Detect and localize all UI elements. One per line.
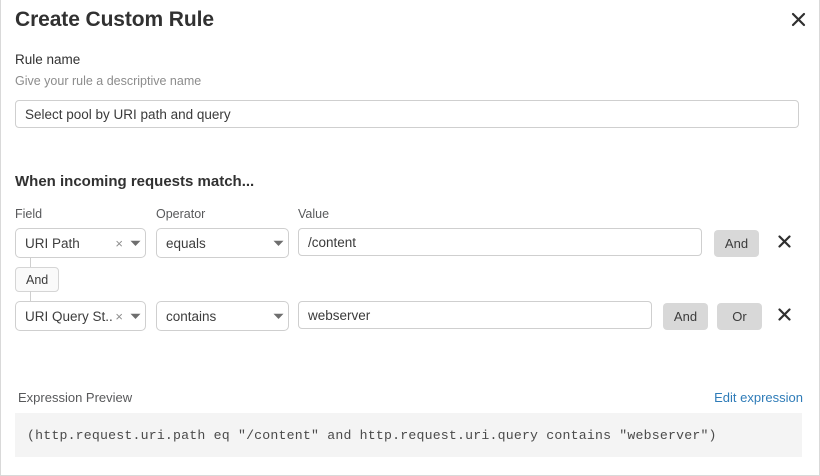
column-header-operator: Operator (156, 207, 206, 221)
rule-name-input[interactable] (15, 100, 799, 128)
group-connector-and-button[interactable]: And (15, 267, 60, 292)
match-section-heading: When incoming requests match... (15, 173, 255, 190)
connector-line-bottom (30, 291, 31, 301)
and-button-row-2[interactable]: And (663, 303, 708, 330)
rule-name-hint: Give your rule a descriptive name (15, 74, 202, 88)
field-select-value-row-1: URI Path (25, 235, 80, 251)
chevron-down-icon[interactable] (125, 313, 145, 320)
field-select-row-1[interactable]: URI Path × (15, 228, 146, 258)
clear-icon[interactable]: × (115, 308, 123, 324)
expression-preview-label: Expression Preview (18, 390, 133, 405)
operator-select-row-1[interactable]: equals (156, 228, 289, 258)
delete-condition-button-row-2[interactable] (771, 303, 797, 329)
or-button-row-2[interactable]: Or (717, 303, 762, 330)
edit-expression-link[interactable]: Edit expression (714, 390, 803, 405)
value-input-row-1[interactable] (298, 228, 702, 256)
expression-preview-text: (http.request.uri.path eq "/content" and… (27, 427, 717, 443)
operator-select-value-row-1: equals (166, 235, 206, 251)
close-icon (777, 235, 791, 251)
delete-condition-button-row-1[interactable] (771, 230, 797, 256)
close-icon (791, 12, 806, 27)
field-select-row-2[interactable]: URI Query St... × (15, 301, 146, 331)
chevron-down-icon[interactable] (268, 313, 288, 320)
clear-icon[interactable]: × (115, 235, 123, 251)
operator-select-row-2[interactable]: contains (156, 301, 289, 331)
close-dialog-button[interactable] (785, 6, 811, 32)
and-button-row-1[interactable]: And (714, 230, 759, 257)
page-title: Create Custom Rule (15, 8, 214, 31)
field-select-value-row-2: URI Query St... (25, 308, 114, 324)
expression-preview-box: (http.request.uri.path eq "/content" and… (15, 413, 802, 457)
chevron-down-icon[interactable] (125, 240, 145, 247)
column-header-field: Field (15, 207, 43, 221)
operator-select-value-row-2: contains (166, 308, 217, 324)
column-header-value: Value (298, 207, 330, 221)
close-icon (777, 308, 791, 324)
rule-name-label: Rule name (15, 52, 81, 67)
connector-line-top (30, 258, 31, 268)
value-input-row-2[interactable] (298, 301, 652, 329)
chevron-down-icon[interactable] (268, 240, 288, 247)
